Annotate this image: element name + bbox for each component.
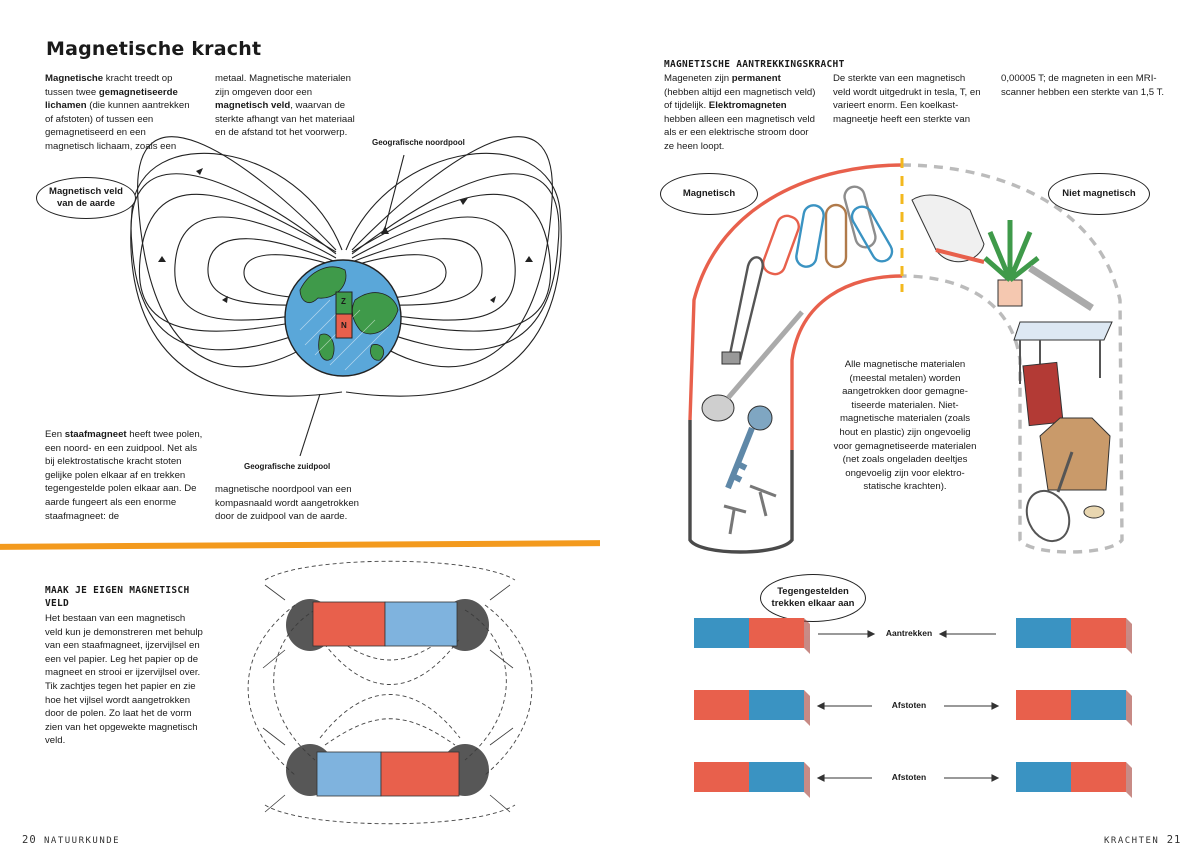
intro-col-2: metaal. Magnetische materialen zijn omge…: [215, 72, 365, 140]
folio-right: KRACHTEN 21: [1104, 834, 1181, 846]
diy-heading: MAAK JE EIGEN MAGNETISCH VELD: [45, 585, 190, 609]
intro-col-1: Magnetische kracht treedt op tussen twee…: [45, 72, 195, 154]
magnet-row1-left: [694, 618, 804, 648]
text-run: metaal. Magnetische materialen zijn omge…: [215, 73, 351, 98]
bar-magnet-col-1: Een staafmagneet heeft twee polen, een n…: [45, 428, 205, 523]
attraction-heading: MAGNETISCHE AANTREKKINGSKRACHT: [664, 59, 845, 70]
opposites-bubble: Tegengestelden trekken elkaar aan: [760, 574, 866, 622]
earth-field-bubble: Magnetisch veld van de aarde: [36, 177, 136, 219]
text-run: magnetisch veld: [215, 100, 291, 112]
earth-field-diagram: [130, 136, 562, 457]
text-run: kracht treedt op tussen twee: [45, 73, 173, 98]
iron-filings-illustration: [247, 560, 533, 825]
diy-body: Het bestaan van een magnetisch veld kun …: [45, 613, 203, 747]
materials-text: Alle magnetische materialen (meestal met…: [833, 359, 977, 493]
folio-left-text: NATUURKUNDE: [43, 836, 121, 846]
magnet-row2-right: [1016, 690, 1126, 720]
earth-field-bubble-text: Magnetisch veld van de aarde: [49, 186, 123, 209]
nonmagnetic-bubble-text: Niet magnetisch: [1062, 188, 1136, 199]
magnet-row1-right: [1016, 618, 1126, 648]
text-run: Mageneten zijn: [664, 73, 732, 84]
nonmagnetic-bubble: Niet magnetisch: [1048, 173, 1150, 215]
magnet-z-label: Z: [341, 297, 346, 306]
magnet-row2-left: [694, 690, 804, 720]
row3-label: Afstoten: [891, 772, 927, 782]
earth-globe: [284, 259, 402, 377]
magnet-n-label: N: [341, 321, 347, 330]
folio-left: 20 NATUURKUNDE: [22, 834, 120, 846]
south-pole-label: Geografische zuidpool: [244, 462, 331, 471]
magnet-row3-left: [694, 762, 804, 792]
text-run: gemagnetiseerde lichamen: [45, 86, 178, 112]
text-run: heeft twee polen, een noord- en een zuid…: [45, 429, 203, 522]
attraction-col-3: 0,00005 T; de magneten in een MRI-scanne…: [1001, 73, 1165, 98]
folio-right-text: KRACHTEN: [1104, 836, 1160, 846]
text-run: permanent: [731, 73, 781, 84]
text-run: staafmagneet: [64, 429, 127, 440]
row2-label: Afstoten: [891, 700, 927, 710]
folio-right-number: 21: [1166, 834, 1182, 846]
non-magnetic-objects: [911, 194, 1113, 543]
attraction-col-1: Mageneten zijn permanent (hebben altijd …: [664, 72, 816, 154]
magnetic-bubble-text: Magnetisch: [682, 188, 736, 199]
page-title-left: Magnetische kracht: [46, 38, 262, 60]
magnetic-objects: [701, 185, 894, 535]
magnet-row3-right: [1016, 762, 1126, 792]
text-run: (die kunnen aantrekken of afstoten) of t…: [45, 100, 190, 152]
text-run: Elektromagneten: [708, 100, 787, 112]
text-run: , waarvan de sterkte afhangt van het mat…: [215, 100, 355, 139]
row1-label: Aantrekken: [885, 628, 933, 638]
magnetic-bubble: Magnetisch: [660, 173, 758, 215]
opposites-bubble-text: Tegengestelden trekken elkaar aan: [771, 586, 855, 609]
folio-left-number: 20: [22, 834, 37, 846]
north-pole-label: Geografische noordpool: [372, 138, 465, 147]
text-run: Magnetische: [45, 73, 104, 84]
text-run: Een: [45, 429, 65, 440]
text-run: hebben alleen een magnetisch veld als er…: [664, 113, 815, 152]
attraction-col-2: De sterkte van een magnetisch veld wordt…: [833, 73, 981, 125]
bar-magnet-col-2: magnetische noordpool van een kompasnaal…: [215, 484, 359, 523]
text-run: (hebben altijd een magnetisch veld) of t…: [664, 86, 816, 112]
